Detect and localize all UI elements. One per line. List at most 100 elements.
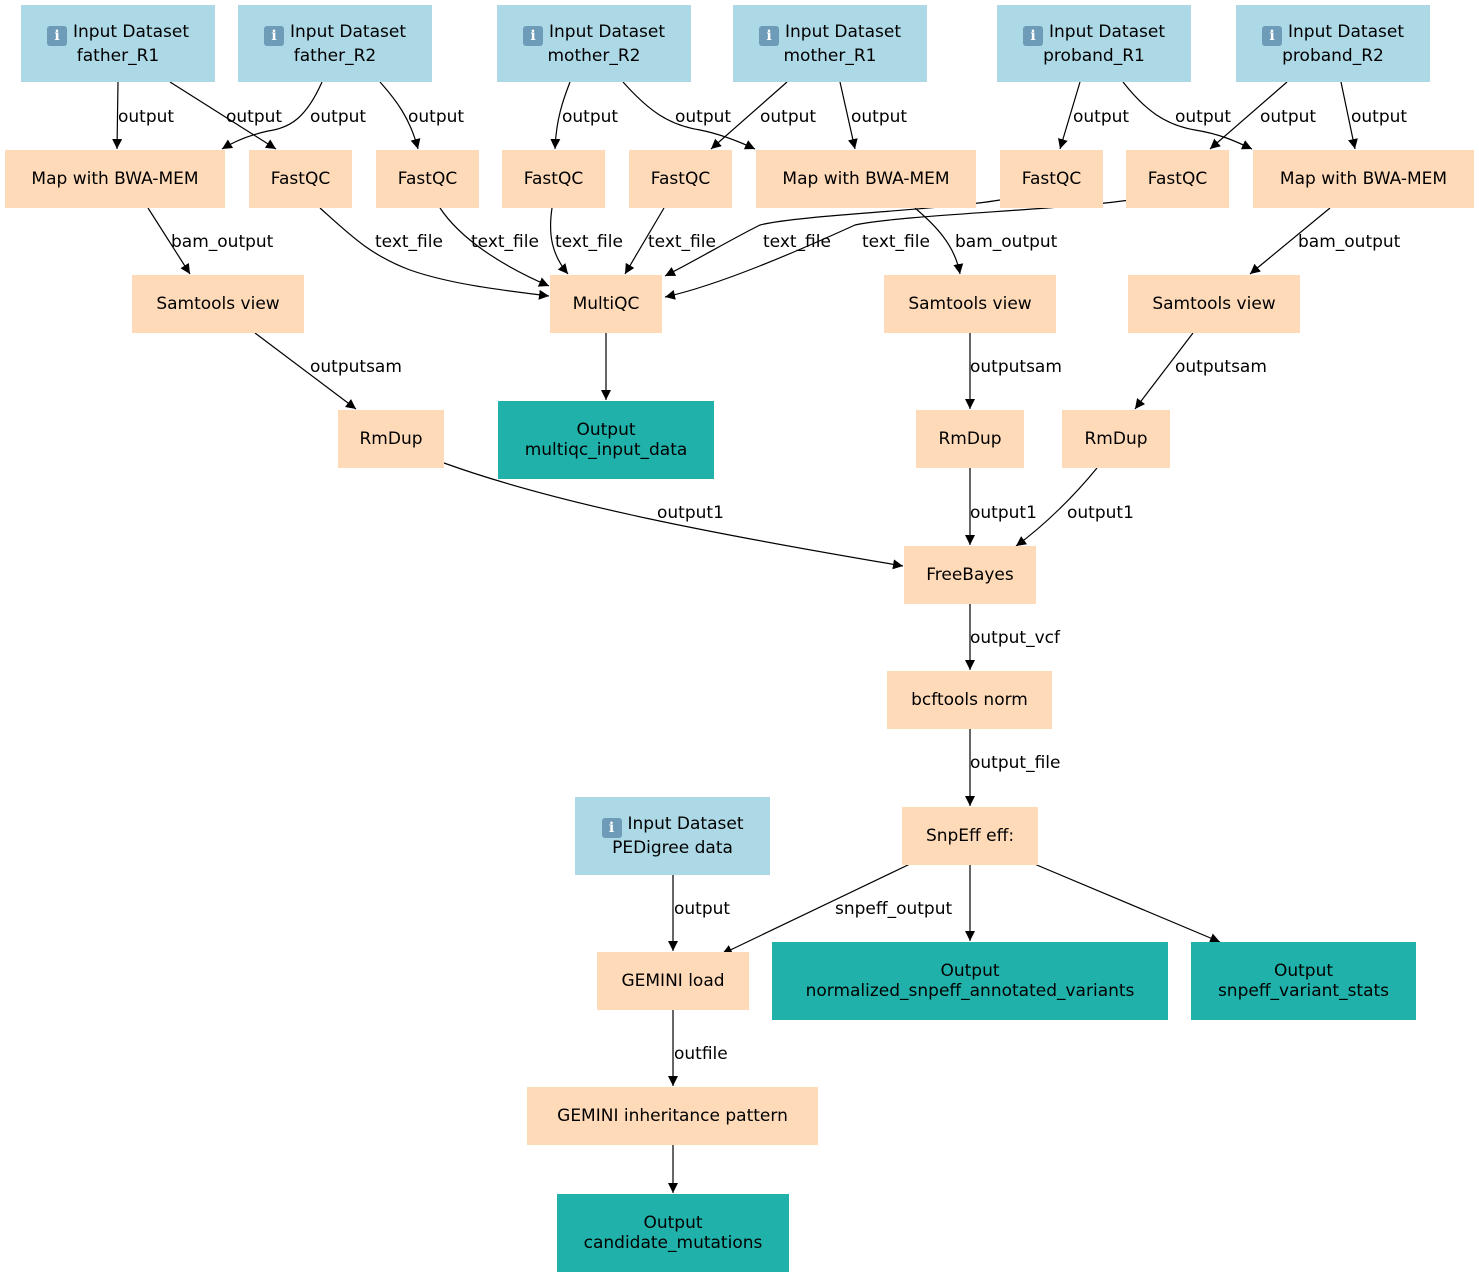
node-title: Output <box>940 961 999 981</box>
edge-bwa_mother-to-sam_mother <box>914 207 964 275</box>
edge-label: output <box>562 107 618 127</box>
edge-label: output <box>118 107 174 127</box>
tool-node-gemini_inh[interactable]: GEMINI inheritance pattern <box>527 1087 818 1145</box>
node-subtitle: snpeff_variant_stats <box>1218 981 1389 1001</box>
node-title: Output <box>576 420 635 440</box>
tool-node-fqc1[interactable]: FastQC <box>249 150 352 208</box>
node-label-text: Output <box>643 1213 703 1233</box>
edge-rmdup_father-to-freebayes <box>443 462 904 570</box>
edge-in_proband_r2-to-bwa_proband <box>1340 81 1358 150</box>
node-label-text: RmDup <box>359 429 423 449</box>
node-label-text: FastQC <box>397 169 458 189</box>
edge-label: output <box>1351 107 1407 127</box>
edge-in_father_r1-to-fqc1 <box>169 81 277 150</box>
information-icon: i <box>759 25 779 46</box>
tool-node-bwa_proband[interactable]: Map with BWA-MEM <box>1253 150 1474 208</box>
input-dataset-node-in_father_r2[interactable]: i Input Dataset father_R2 <box>238 5 432 82</box>
tool-node-sam_proband[interactable]: Samtools view <box>1128 275 1300 333</box>
node-label-text: RmDup <box>1084 429 1148 449</box>
node-title: FreeBayes <box>926 565 1014 585</box>
node-subtitle: normalized_snpeff_annotated_variants <box>806 981 1135 1001</box>
edge-label: output <box>1073 107 1129 127</box>
node-title: FastQC <box>271 169 330 189</box>
node-label-text: FastQC <box>650 169 711 189</box>
node-label-text: father_R2 <box>293 45 377 66</box>
edge-label: output1 <box>1067 503 1134 523</box>
node-label-text: Input Dataset <box>290 21 406 42</box>
edge-label: text_file <box>862 232 930 252</box>
node-label-text: Input Dataset <box>549 21 665 42</box>
tool-node-bwa_mother[interactable]: Map with BWA-MEM <box>756 150 976 208</box>
edge-fqc3-to-multiqc <box>549 207 569 275</box>
edge-sam_father-to-rmdup_father <box>254 332 357 410</box>
node-title: FastQC <box>524 169 583 189</box>
edge-label: output <box>851 107 907 127</box>
tool-node-bcftools[interactable]: bcftools norm <box>887 671 1052 729</box>
tool-node-snpeff[interactable]: SnpEff eff: <box>902 807 1038 865</box>
node-title: i Input Dataset <box>523 22 665 46</box>
tool-node-fqc5[interactable]: FastQC <box>1000 150 1103 208</box>
edge-in_proband_r2-to-fqc6 <box>1209 81 1288 150</box>
node-label-text: proband_R2 <box>1282 45 1384 66</box>
edge-label: output1 <box>657 503 724 523</box>
node-label-text: normalized_snpeff_annotated_variants <box>805 981 1135 1001</box>
edge-label: output <box>226 107 282 127</box>
information-icon: i <box>601 818 622 838</box>
tool-node-sam_father[interactable]: Samtools view <box>132 275 304 333</box>
tool-node-fqc4[interactable]: FastQC <box>629 150 732 208</box>
node-label-text: Output <box>1273 961 1334 981</box>
information-icon: i <box>264 25 284 46</box>
node-label-text: GEMINI load <box>621 971 725 991</box>
edge-in_father_r2-to-bwa_father <box>221 81 323 150</box>
tool-node-gemini_load[interactable]: GEMINI load <box>597 952 749 1010</box>
edge-snpeff-to-gemini_load <box>721 863 911 955</box>
edge-label: output_vcf <box>970 628 1061 648</box>
node-label-text: proband_R1 <box>1043 45 1145 66</box>
input-dataset-node-in_proband_r1[interactable]: i Input Dataset proband_R1 <box>997 5 1191 82</box>
edge-in_mother_r1-to-fqc4 <box>710 81 788 150</box>
edge-label: outputsam <box>1175 357 1267 377</box>
tool-node-bwa_father[interactable]: Map with BWA-MEM <box>5 150 225 208</box>
tool-node-multiqc[interactable]: MultiQC <box>550 275 662 333</box>
node-title: FastQC <box>651 169 710 189</box>
node-label-text: Map with BWA-MEM <box>1279 169 1448 189</box>
node-title: i Input Dataset <box>1023 22 1165 46</box>
node-label-text: Samtools view <box>156 294 280 314</box>
tool-node-fqc3[interactable]: FastQC <box>502 150 605 208</box>
node-title: Output <box>1274 961 1333 981</box>
edge-in_father_r1-to-bwa_father <box>112 81 123 150</box>
tool-node-fqc2[interactable]: FastQC <box>376 150 479 208</box>
tool-node-rmdup_mother[interactable]: RmDup <box>916 410 1024 468</box>
node-label-text: Input Dataset <box>1049 21 1165 42</box>
node-label-text: FreeBayes <box>926 565 1014 585</box>
node-title: MultiQC <box>573 294 640 314</box>
tool-node-rmdup_proband[interactable]: RmDup <box>1062 410 1170 468</box>
node-label-text: Input Dataset <box>1288 21 1404 42</box>
tool-node-rmdup_father[interactable]: RmDup <box>338 410 444 468</box>
information-icon: i <box>1023 25 1043 46</box>
tool-node-fqc6[interactable]: FastQC <box>1126 150 1229 208</box>
information-icon: i <box>523 25 543 46</box>
edge-in_proband_r1-to-fqc5 <box>1058 81 1081 150</box>
edge-in_mother_r1-to-bwa_mother <box>839 81 858 150</box>
edge-label: outfile <box>674 1044 728 1064</box>
edge-sam_proband-to-rmdup_proband <box>1134 332 1194 410</box>
tool-node-freebayes[interactable]: FreeBayes <box>904 546 1036 604</box>
tool-node-sam_mother[interactable]: Samtools view <box>884 275 1056 333</box>
node-subtitle: PEDigree data <box>612 838 733 858</box>
edge-fqc1-to-multiqc <box>319 207 550 300</box>
information-icon: i <box>47 25 67 46</box>
